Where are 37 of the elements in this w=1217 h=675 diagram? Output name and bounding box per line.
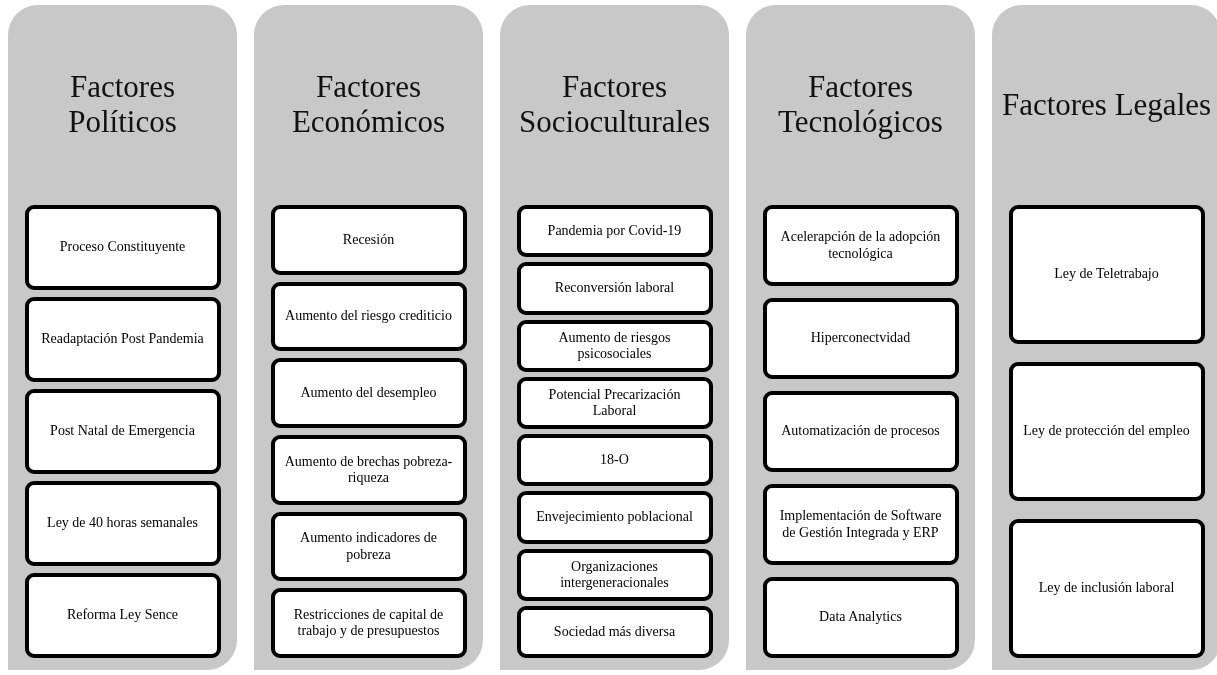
category-column	[500, 5, 729, 670]
column-title: Factores Legales	[1001, 87, 1212, 123]
factor-box: Restricciones de capital de trabajo y de presupuestos	[270, 588, 467, 659]
factor-box: Automatización de procesos	[762, 391, 959, 472]
factor-box: Data Analytics	[762, 577, 959, 658]
factor-box: Ley de Teletrabajo	[1008, 205, 1205, 344]
category-column	[254, 5, 483, 670]
factor-box: Aumento de riesgos psicosociales	[516, 319, 713, 372]
factor-box: 18-O	[516, 434, 713, 487]
factor-box: Post Natal de Emergencia	[24, 389, 221, 474]
factor-box: Implementación de Software de Gestión Integrada y ERP	[762, 484, 959, 565]
factor-box: Aumento del riesgo crediticio	[270, 281, 467, 352]
category-column	[992, 5, 1217, 670]
factor-box: Reconversión laboral	[516, 262, 713, 315]
column-title: Factores Tecnológicos	[777, 70, 944, 140]
factor-box: Pandemia por Covid-19	[516, 205, 713, 258]
factor-box: Reforma Ley Sence	[24, 573, 221, 658]
factor-box: Aumento del desempleo	[270, 358, 467, 428]
factor-box: Hiperconectvidad	[762, 298, 959, 379]
factor-box: Acelerapción de la adopción tecnológica	[762, 205, 959, 286]
factor-box: Recesión	[270, 205, 467, 275]
factor-box: Aumento de brechas pobreza-riqueza	[270, 435, 467, 505]
factor-box: Organizaciones intergeneracionales	[516, 548, 713, 601]
factor-box: Ley de inclusión laboral	[1008, 519, 1205, 658]
column-title: Factores Políticos	[67, 70, 178, 140]
column-title: Factores Económicos	[290, 70, 447, 140]
factor-box: Readaptación Post Pandemia	[24, 297, 221, 382]
factor-box: Ley de protección del empleo	[1008, 362, 1205, 501]
factor-box: Aumento indicadores de pobreza	[270, 511, 467, 582]
category-column	[746, 5, 975, 670]
factor-box: Proceso Constituyente	[24, 205, 221, 290]
factor-box: Sociedad más diversa	[516, 605, 713, 658]
category-column	[8, 5, 237, 670]
factor-box: Ley de 40 horas semanales	[24, 481, 221, 566]
column-title: Factores Socioculturales	[517, 70, 712, 140]
factor-box: Envejecimiento poblacional	[516, 491, 713, 544]
factor-box: Potencial Precarización Laboral	[516, 376, 713, 429]
